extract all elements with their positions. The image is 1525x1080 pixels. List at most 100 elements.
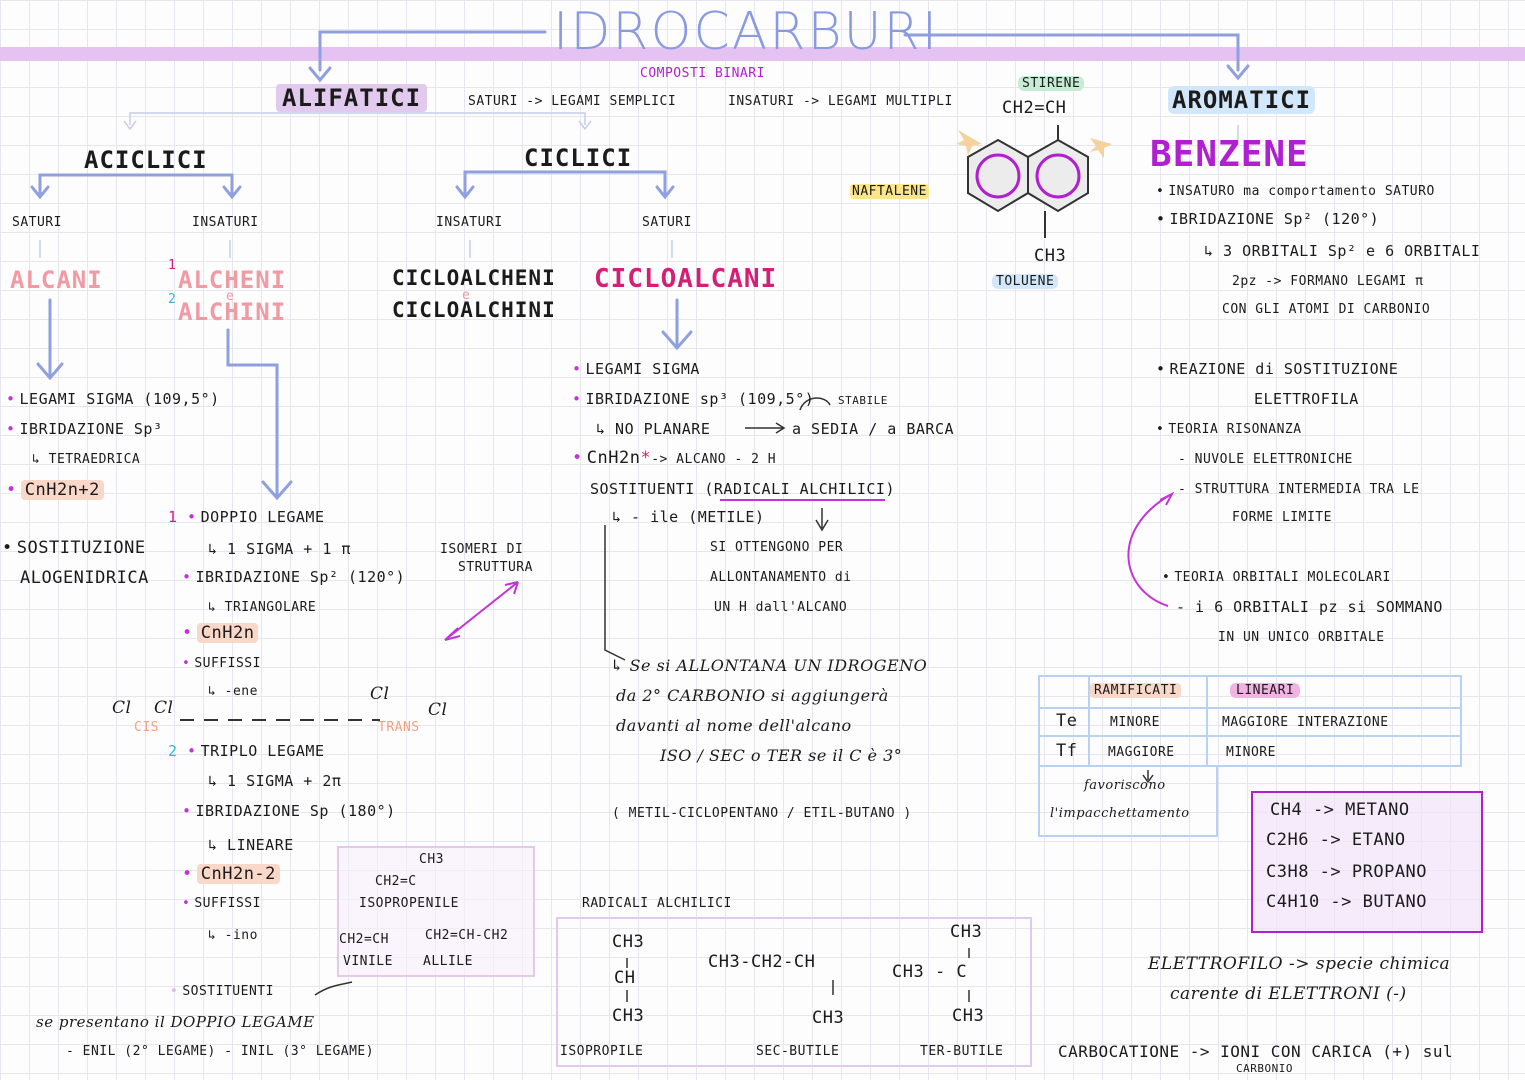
- alkane-name-2: C2H6 -> ETANO: [1266, 830, 1406, 850]
- alchini-point-triplo: 2 •TRIPLO LEGAME: [168, 742, 325, 760]
- ciclo-note-1: ↳ Se si ALLONTANA UN IDROGENO: [610, 656, 928, 675]
- ciclo-si-ottengono-2: ALLONTANAMENTO di: [710, 570, 852, 585]
- alkane-name-3: C3H8 -> PROPANO: [1266, 862, 1428, 882]
- table-row-tf-label: Tf: [1056, 741, 1078, 761]
- properties-table: RAMIFICATI LINEARI Te MINORE MAGGIORE IN…: [1038, 675, 1462, 767]
- alchini-sigma-2pi: ↳ 1 SIGMA + 2π: [208, 772, 342, 790]
- alcheni-num: 1: [168, 258, 177, 273]
- alcani-point-3: ↳ TETRAEDRICA: [32, 452, 141, 467]
- ciclo-stabile: STABILE: [838, 394, 888, 407]
- alifatici-heading: ALIFATICI: [276, 84, 428, 112]
- ciclo-sedia: a SEDIA / a BARCA: [792, 420, 955, 438]
- alcheni-suffix: ↳ -ene: [208, 684, 258, 699]
- ciclo-ile: ↳ - ile (METILE): [612, 508, 765, 526]
- benzene-point-8: •TEORIA RISONANZA: [1156, 422, 1302, 437]
- isomeri-label-1: ISOMERI DI: [440, 542, 524, 557]
- alkane-name-1: CH4 -> METANO: [1270, 800, 1410, 820]
- ciclo-sigma: •LEGAMI SIGMA: [572, 360, 700, 378]
- benzene-point-5: CON GLI ATOMI DI CARBONIO: [1222, 302, 1431, 317]
- ciclo-ibrid: •IBRIDAZIONE sp³ (109,5°): [572, 390, 815, 408]
- table-col-lineari: LINEARI: [1230, 683, 1301, 698]
- table-row-tf-b: MINORE: [1226, 745, 1276, 760]
- alcani-formula: •CnH2n+2: [6, 480, 104, 500]
- saturi-note: SATURI -> LEGAMI SEMPLICI: [468, 94, 677, 109]
- page-title: IDROCARBURI: [553, 2, 940, 62]
- alcani-label: ALCANI: [10, 266, 103, 294]
- ciclo-e-conj: e: [462, 288, 471, 303]
- aciclici-insaturi: INSATURI: [192, 215, 259, 230]
- benzene-point-13: - i 6 ORBITALI pz si SOMMANO: [1176, 598, 1443, 616]
- iso-name: ISOPROPILE: [560, 1044, 644, 1059]
- radicali-title: RADICALI ALCHILICI: [582, 896, 732, 911]
- ciclo-si-ottengono-3: UN H dall'ALCANO: [714, 600, 848, 615]
- table-note-1: favoriscono: [1084, 778, 1166, 793]
- stirene-label: STIRENE: [1018, 76, 1085, 91]
- sec-ch3: CH3: [812, 1008, 845, 1028]
- isopropenile-label: ISOPROPENILE: [359, 896, 459, 911]
- ciclici-heading: CICLICI: [524, 144, 633, 172]
- benzene-point-10: - STRUTTURA INTERMEDIA TRA LE: [1178, 482, 1420, 497]
- benzene-point-3: ↳ 3 ORBITALI Sp² e 6 ORBITALI: [1204, 242, 1481, 260]
- sec-name: SEC-BUTILE: [756, 1044, 840, 1059]
- sostituenti-note-1: se presentano il DOPPIO LEGAME: [36, 1013, 315, 1031]
- benzene-point-6: •REAZIONE di SOSTITUZIONE: [1156, 360, 1399, 378]
- elettrofilo-def-1: ELETTROFILO -> specie chimica: [1148, 954, 1451, 974]
- ciclo-note-4: ISO / SEC o TER se il C è 3°: [660, 746, 903, 765]
- ciclo-non-planare: ↳ NO PLANARE: [596, 420, 711, 438]
- alcheni-point-doppio: 1 •DOPPIO LEGAME: [168, 508, 325, 526]
- benzene-point-7: ELETTROFILA: [1254, 390, 1359, 408]
- sostituenti-label: •SOSTITUENTI: [170, 984, 274, 999]
- benzene-point-12: •TEORIA ORBITALI MOLECOLARI: [1162, 570, 1391, 585]
- table-note-2: l'impacchettamento: [1050, 806, 1190, 821]
- isomeri-label-2: STRUTTURA: [458, 560, 533, 575]
- ciclici-saturi: SATURI: [642, 215, 692, 230]
- table-row-te-a: MINORE: [1110, 715, 1160, 730]
- cl-1: Cl: [112, 698, 132, 718]
- toluene-label: TOLUENE: [992, 274, 1059, 289]
- ciclo-si-ottengono-1: SI OTTENGONO PER: [710, 540, 844, 555]
- elettrofilo-def-2: carente di ELETTRONI (-): [1170, 984, 1407, 1004]
- alcheni-ibrid: •IBRIDAZIONE Sp² (120°): [182, 568, 406, 586]
- benzene-title: BENZENE: [1150, 134, 1309, 175]
- alchini-ibrid: •IBRIDAZIONE Sp (180°): [182, 802, 396, 820]
- sostituenti-note-2: - ENIL (2° LEGAME) - INIL (3° LEGAME): [66, 1044, 375, 1059]
- naftalene-structure: [956, 125, 1112, 238]
- alchini-lineare: ↳ LINEARE: [208, 836, 294, 854]
- table-row-te-label: Te: [1056, 711, 1078, 731]
- naftalene-label: NAFTALENE: [850, 184, 929, 199]
- alchini-num: 2: [168, 292, 177, 307]
- alcheni-sigma-pi: ↳ 1 SIGMA + 1 π: [208, 540, 351, 558]
- cis-label: CIS: [134, 720, 159, 735]
- iso-ch: CH: [614, 968, 636, 988]
- e-conj: e: [226, 289, 235, 304]
- iso-ch3-top: CH3: [612, 932, 645, 952]
- stirene-formula: CH2=CH: [1002, 98, 1067, 118]
- isoprop-formula: CH2=C: [375, 874, 417, 889]
- ter-name: TER-BUTILE: [920, 1044, 1004, 1059]
- aromatici-heading: AROMATICI: [1168, 86, 1316, 114]
- alchini-suffix: ↳ -ino: [208, 928, 258, 943]
- ter-ch3-top: CH3: [950, 922, 983, 942]
- benzene-point-9: - NUVOLE ELETTRONICHE: [1178, 452, 1353, 467]
- carbonio-note: CARBONIO: [1236, 1062, 1293, 1075]
- cl-4: Cl: [428, 700, 448, 720]
- table-row-te-b: MAGGIORE INTERAZIONE: [1222, 715, 1389, 730]
- alkane-name-4: C4H10 -> BUTANO: [1266, 892, 1428, 912]
- benzene-point-2: •IBRIDAZIONE Sp² (120°): [1156, 210, 1380, 228]
- alcani-point-6: ALOGENIDRICA: [20, 568, 149, 588]
- cl-3: Cl: [370, 684, 390, 704]
- table-row-tf-a: MAGGIORE: [1108, 745, 1175, 760]
- cicloalchini-label: CICLOALCHINI: [392, 298, 556, 322]
- vinile-label: VINILE: [343, 954, 393, 969]
- allile-formula: CH2=CH-CH2: [425, 928, 509, 943]
- radicali-box: [556, 917, 1032, 1067]
- alchini-formula: •CnH2n-2: [182, 864, 280, 884]
- alcani-point-2: •IBRIDAZIONE Sp³: [6, 420, 163, 438]
- alchini-label: ALCHINI: [178, 298, 287, 326]
- ter-ch3-bot: CH3: [952, 1006, 985, 1026]
- ciclo-example: ( METIL-CICLOPENTANO / ETIL-BUTANO ): [612, 806, 912, 821]
- alkane-names-box: [1251, 791, 1483, 933]
- alcani-point-1: •LEGAMI SIGMA (109,5°): [6, 390, 220, 408]
- alchini-suffissi: •SUFFISSI: [182, 896, 261, 911]
